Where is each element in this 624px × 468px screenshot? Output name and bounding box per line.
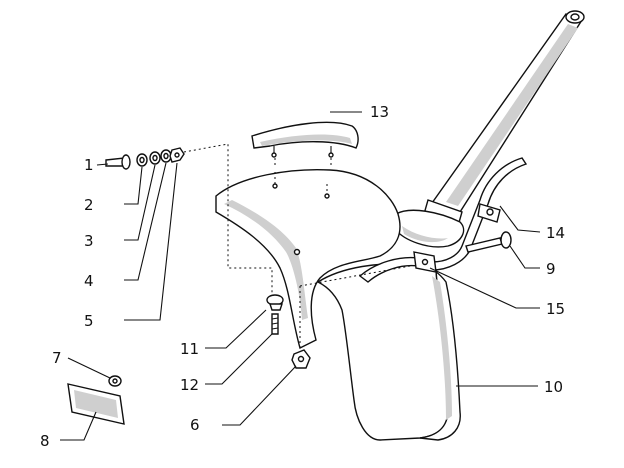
callout-13: 13	[370, 103, 389, 121]
mudguard	[215, 169, 461, 441]
screw-11-bolt-12	[266, 294, 284, 335]
nut-6	[291, 349, 311, 369]
hardware-stack	[105, 147, 185, 170]
cover-13	[251, 121, 359, 158]
callout-3: 3	[84, 232, 94, 250]
callout-1: 1	[84, 156, 94, 174]
leader-lines	[60, 111, 541, 441]
callout-4: 4	[84, 272, 94, 290]
bolt-9	[465, 231, 512, 253]
callout-labels: 1 2 3 4 5 6 7 8 9 10 11 12 13 14 15	[40, 103, 565, 450]
steering-column	[395, 10, 585, 248]
callout-2: 2	[84, 196, 94, 214]
assembly-lines	[183, 143, 411, 350]
callout-8: 8	[40, 432, 50, 450]
callout-11: 11	[180, 340, 199, 358]
callout-7: 7	[52, 349, 62, 367]
reflector	[67, 375, 125, 425]
callout-14: 14	[546, 224, 565, 242]
callout-12: 12	[180, 376, 199, 394]
callout-6: 6	[190, 416, 200, 434]
callout-15: 15	[546, 300, 565, 318]
callout-9: 9	[546, 260, 556, 278]
callout-5: 5	[84, 312, 94, 330]
callout-10: 10	[544, 378, 563, 396]
